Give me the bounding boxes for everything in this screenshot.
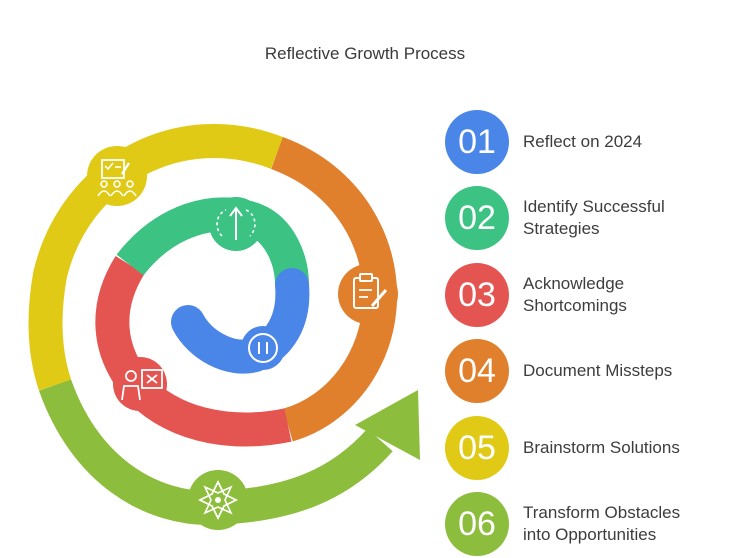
step-04-label: Document Missteps	[523, 361, 673, 380]
step-03-badge: 03	[445, 263, 509, 327]
step-01-label: Reflect on 2024	[523, 132, 643, 151]
step-05: 05 Brainstorm Solutions	[445, 416, 730, 480]
pause-icon	[241, 326, 285, 370]
compass-star-icon	[188, 470, 248, 530]
growth-arrow-icon	[209, 197, 263, 251]
step-05-badge: 05	[445, 416, 509, 480]
clipboard-pen-icon	[338, 264, 398, 324]
step-04-badge: 04	[445, 339, 509, 403]
team-checklist-icon	[87, 146, 147, 206]
person-cross-icon	[113, 357, 167, 411]
step-01-badge: 01	[445, 110, 509, 174]
spiral-arrowhead	[355, 390, 420, 460]
step-02-label: Identify Successful Strategies	[523, 197, 665, 238]
spiral-segment-05	[28, 123, 284, 391]
diagram-title: Reflective Growth Process	[264, 44, 466, 63]
step-03-label: Acknowledge Shortcomings	[523, 274, 627, 315]
step-03: 03 Acknowledge Shortcomings	[445, 263, 730, 327]
step-05-label: Brainstorm Solutions	[523, 438, 680, 457]
step-06-badge: 06	[445, 492, 509, 556]
step-01: 01 Reflect on 2024	[445, 110, 730, 174]
step-06: 06 Transform Obstacles into Opportunitie…	[445, 492, 730, 556]
step-02: 02 Identify Successful Strategies	[445, 186, 730, 250]
step-02-badge: 02	[445, 186, 509, 250]
step-06-label: Transform Obstacles into Opportunities	[523, 503, 681, 544]
step-04: 04 Document Missteps	[445, 339, 730, 403]
